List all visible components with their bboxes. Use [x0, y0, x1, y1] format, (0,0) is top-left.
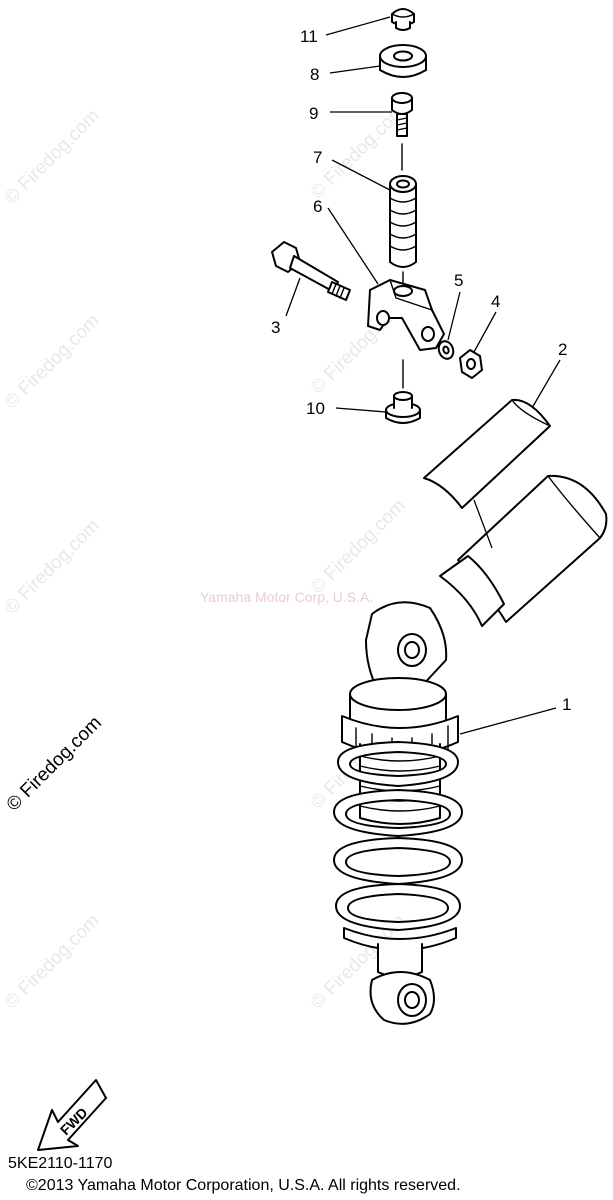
part-8-rubber	[379, 44, 427, 78]
callout-1: 1	[562, 695, 571, 714]
diagram-code: 5KE2110-1170	[8, 1155, 112, 1172]
leader-line-3	[285, 277, 301, 317]
part-4-nut	[459, 349, 483, 379]
watermark-text: © Firedog.com	[1, 310, 104, 413]
callout-5: 5	[454, 271, 463, 290]
callout-7: 7	[313, 148, 322, 167]
callout-3: 3	[271, 318, 280, 337]
part-5-washer	[437, 340, 455, 360]
part-11-cap	[391, 8, 415, 31]
center-watermark: Yamaha Motor Corp, U.S.A.	[200, 589, 373, 605]
copyright-notice: ©2013 Yamaha Motor Corporation, U.S.A. A…	[26, 1177, 461, 1194]
leader-line-10	[335, 407, 387, 413]
leader-line-5	[447, 291, 461, 341]
callout-9: 9	[309, 104, 318, 123]
callout-2: 2	[558, 340, 567, 359]
leader-line-7	[331, 159, 391, 191]
leader-line-4	[473, 311, 497, 353]
part-2-cover	[423, 398, 551, 509]
part-7-bump-stop	[389, 175, 417, 268]
leader-line-6	[327, 207, 379, 285]
callout-8: 8	[310, 65, 319, 84]
watermark-text: © Firedog.com	[1, 515, 104, 618]
watermark-layer: © Firedog.com © Firedog.com © Firedog.co…	[1, 100, 410, 1013]
part-6-bracket	[367, 279, 445, 351]
part-10-collar	[385, 391, 421, 424]
leader-line-1	[459, 707, 557, 735]
part-9-bolt	[391, 92, 413, 137]
callout-labels: 11 8 9 7 6 3 5 4 10 2 1	[271, 27, 571, 714]
callout-6: 6	[313, 197, 322, 216]
watermark-text: © Firedog.com	[307, 495, 410, 598]
watermark-text: © Firedog.com	[1, 910, 104, 1013]
leader-line-8	[329, 65, 381, 74]
leader-lines	[285, 16, 561, 735]
watermark-text: © Firedog.com	[1, 105, 104, 208]
fwd-arrow: FWD	[37, 1079, 107, 1151]
part-3-bolt	[271, 241, 351, 301]
leader-line-2b	[473, 499, 493, 549]
callout-4: 4	[491, 292, 500, 311]
callout-11: 11	[300, 27, 318, 46]
leader-line-2	[531, 359, 561, 409]
callout-10: 10	[306, 399, 325, 418]
part-1-shock-absorber	[333, 474, 608, 1025]
watermark-text-dark: © Firedog.com	[3, 712, 106, 815]
leader-line-11	[325, 16, 391, 36]
